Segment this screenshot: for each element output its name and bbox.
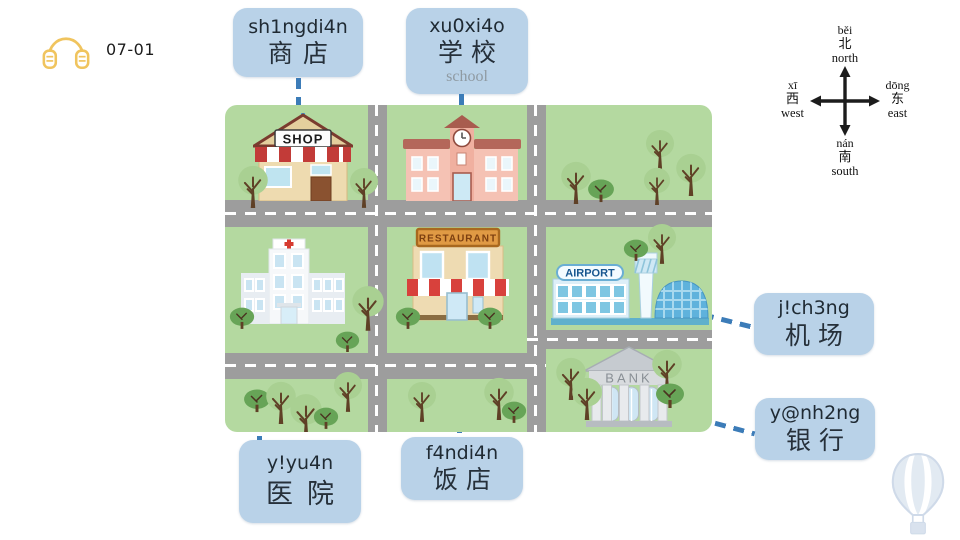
callout-airport: j!ch3ng 机场 — [754, 293, 874, 355]
lane-line — [225, 364, 546, 367]
lane-line — [527, 338, 712, 341]
restaurant-pinyin: f4ndi4n — [425, 441, 499, 464]
compass-west-pinyin: xī — [787, 78, 798, 92]
bush-icon — [335, 331, 360, 353]
restaurant-sign: RESTAURANT — [419, 234, 497, 245]
callout-bank: y@nh2ng 银行 — [755, 398, 875, 460]
compass-west-english: west — [781, 106, 804, 120]
airport-sign: AIRPORT — [565, 268, 615, 280]
bush-icon — [395, 307, 421, 330]
airport-hanzi: 机场 — [784, 320, 851, 350]
school-pinyin: xu0xi4o — [429, 14, 505, 37]
compass-south-english: south — [831, 164, 859, 178]
tree-icon — [675, 153, 707, 196]
building-hospital — [241, 238, 345, 324]
compass-west-hanzi: 西 — [785, 92, 799, 107]
restaurant-hanzi: 饭店 — [432, 465, 499, 495]
tree-icon — [237, 165, 269, 208]
school-english: school — [446, 68, 488, 86]
bush-icon — [229, 307, 255, 330]
compass-east-english: east — [887, 106, 908, 120]
callout-restaurant: f4ndi4n 饭店 — [401, 437, 523, 500]
hot-air-balloon-icon — [891, 453, 945, 535]
headphones-icon — [42, 37, 90, 70]
city-map: SHOP — [225, 105, 712, 432]
compass-east-pinyin: dōng — [885, 78, 910, 92]
shop-hanzi: 商店 — [267, 39, 338, 69]
compass-east-hanzi: 东 — [890, 92, 904, 107]
compass-south-pinyin: nán — [836, 136, 854, 150]
lane-line — [225, 212, 712, 215]
audio-play-badge[interactable]: 07-01 — [40, 26, 155, 72]
bush-icon — [655, 383, 685, 409]
shop-awning — [255, 147, 351, 162]
hospital-pinyin: y!yu4n — [266, 451, 334, 474]
shop-pinyin: sh1ngdi4n — [248, 15, 348, 38]
lane-line — [375, 105, 378, 432]
building-restaurant: RESTAURANT — [407, 227, 509, 321]
bank-sign: BANK — [605, 371, 652, 386]
tree-icon — [407, 381, 437, 422]
airport-pinyin: j!ch3ng — [778, 297, 850, 320]
tree-icon — [333, 371, 363, 412]
building-airport: AIRPORT — [551, 252, 709, 325]
compass-north-english: north — [831, 51, 859, 65]
bush-icon — [501, 401, 527, 424]
tree-icon — [351, 285, 385, 331]
lane-line — [534, 105, 537, 432]
shop-sign: SHOP — [283, 132, 324, 147]
building-school — [403, 115, 521, 201]
callout-school: xu0xi4o 学校 school — [406, 8, 528, 94]
school-hanzi: 学校 — [437, 38, 504, 68]
callout-shop: sh1ngdi4n 商店 — [233, 8, 363, 77]
bush-icon — [587, 179, 615, 203]
tree-icon — [349, 167, 379, 208]
bush-icon — [477, 307, 503, 330]
compass-arrows-icon — [810, 66, 880, 136]
tree-icon — [645, 129, 675, 170]
bank-hanzi: 银行 — [785, 425, 852, 455]
audio-track-number: 07-01 — [106, 39, 155, 59]
callout-hospital: y!yu4n 医院 — [239, 440, 361, 523]
compass-south-hanzi: 南 — [838, 150, 852, 165]
tree-icon — [643, 167, 671, 205]
compass-north-hanzi: 北 — [838, 37, 852, 52]
compass-north-pinyin: běi — [837, 23, 853, 37]
hospital-hanzi: 医院 — [266, 479, 348, 511]
compass-rose: běi 北 north xī 西 west dōng 东 east nán 南 … — [770, 18, 920, 180]
restaurant-awning — [407, 279, 509, 296]
tree-icon — [571, 377, 603, 420]
tree-icon — [647, 223, 677, 264]
bank-pinyin: y@nh2ng — [769, 402, 861, 425]
